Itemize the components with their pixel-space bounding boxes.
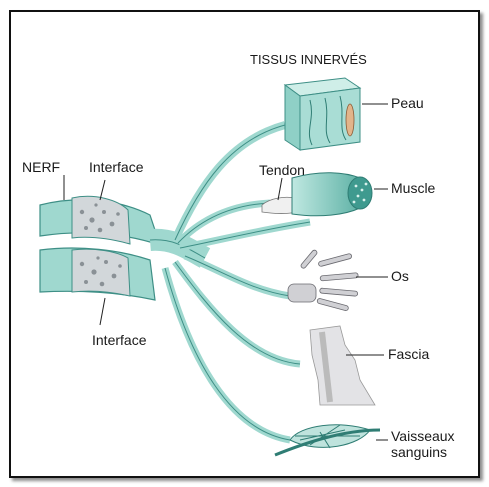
skin-tissue (285, 78, 360, 150)
nerf-label: NERF (22, 159, 60, 175)
tendon-label: Tendon (259, 162, 305, 178)
sanguins-label: sanguins (391, 444, 447, 460)
fascia-label: Fascia (388, 346, 429, 362)
os-label: Os (391, 268, 409, 284)
muscle-label: Muscle (391, 180, 436, 196)
bone-hand (288, 249, 358, 311)
muscle-tissue (262, 173, 372, 216)
interface-bottom-label: Interface (92, 332, 147, 348)
title-label: TISSUS INNERVÉS (250, 52, 367, 67)
blood-vessels (275, 425, 380, 455)
nerve-trunks (40, 196, 160, 300)
fascia-tissue (310, 326, 375, 405)
peau-label: Peau (391, 95, 424, 111)
interface-top-label: Interface (89, 159, 144, 175)
vaisseaux-label: Vaisseaux (391, 428, 455, 444)
